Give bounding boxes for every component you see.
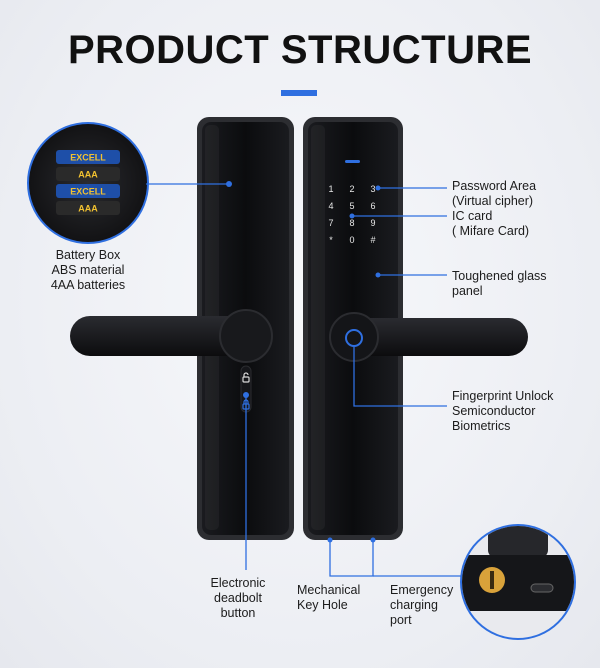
keypad-key[interactable]: 3 bbox=[370, 184, 375, 194]
keypad-key[interactable]: # bbox=[370, 235, 375, 245]
battery-label: AAA bbox=[78, 170, 98, 180]
keyhole-callout: Mechanical Key Hole bbox=[297, 583, 361, 612]
keypad-key[interactable]: 4 bbox=[328, 201, 333, 211]
battery-label: EXCELL bbox=[70, 187, 106, 197]
front-handle bbox=[330, 318, 528, 356]
keypad-key[interactable]: 9 bbox=[370, 218, 375, 228]
keypad-key[interactable]: 7 bbox=[328, 218, 333, 228]
battery: EXCELL bbox=[56, 150, 120, 164]
battery: AAA bbox=[56, 201, 120, 215]
front-panel: 1 2 3 4 5 6 7 8 9 * 0 # bbox=[303, 117, 528, 540]
battery-box-zoom: EXCELL AAA EXCELL AAA bbox=[27, 122, 149, 244]
fingerprint-callout: Fingerprint Unlock Semiconductor Biometr… bbox=[452, 389, 554, 433]
keypad: 1 2 3 4 5 6 7 8 9 * 0 # bbox=[328, 184, 375, 245]
deadbolt-callout: Electronic deadbolt button bbox=[210, 576, 266, 620]
unlock-icon bbox=[242, 372, 250, 383]
back-handle bbox=[70, 316, 266, 356]
keypad-key[interactable]: 8 bbox=[349, 218, 354, 228]
keypad-key[interactable]: 6 bbox=[370, 201, 375, 211]
battery-label: EXCELL bbox=[70, 153, 106, 163]
battery: EXCELL bbox=[56, 184, 120, 198]
status-led bbox=[345, 160, 360, 163]
glass-callout: Toughened glass panel bbox=[452, 269, 547, 298]
charging-callout: Emergency charging port bbox=[390, 583, 454, 627]
title-underline bbox=[281, 90, 317, 96]
battery-callout: Battery Box ABS material 4AA batteries bbox=[50, 248, 126, 292]
keypad-key[interactable]: 0 bbox=[349, 235, 354, 245]
password-callout: Password Area (Virtual cipher) bbox=[452, 179, 537, 208]
page-title: PRODUCT STRUCTURE bbox=[67, 28, 533, 72]
battery-stack: EXCELL AAA EXCELL AAA bbox=[56, 150, 120, 215]
ic-card-callout: IC card ( Mifare Card) bbox=[452, 209, 530, 238]
battery-label: AAA bbox=[78, 204, 98, 214]
keypad-key[interactable]: 1 bbox=[328, 184, 333, 194]
usb-c-port-icon bbox=[530, 583, 554, 593]
keypad-key[interactable]: 2 bbox=[349, 184, 354, 194]
battery: AAA bbox=[56, 167, 120, 181]
back-panel bbox=[70, 117, 294, 540]
keypad-key[interactable]: 5 bbox=[349, 201, 354, 211]
keypad-key[interactable]: * bbox=[329, 235, 333, 245]
callout-lines bbox=[146, 183, 461, 577]
charging-port-zoom bbox=[460, 524, 576, 640]
